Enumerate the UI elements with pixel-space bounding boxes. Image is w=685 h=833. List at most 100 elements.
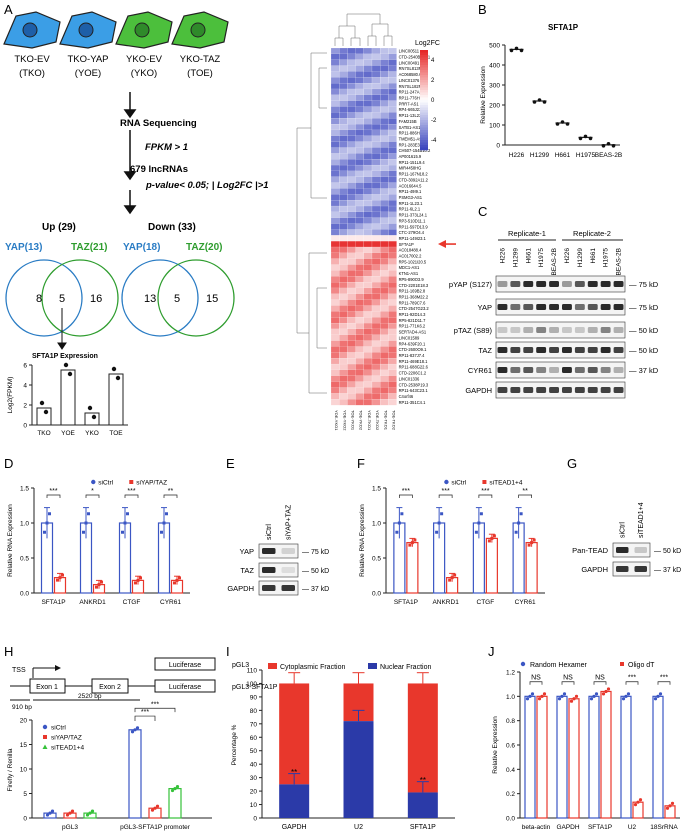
- heatmap-cell: [339, 363, 348, 371]
- heatmap-cell: [355, 147, 364, 154]
- heatmap-cell: [339, 118, 348, 125]
- inset-point: [87, 405, 93, 411]
- heatmap-cell: [363, 188, 373, 195]
- panel-h-point: [45, 813, 50, 817]
- heatmap-col-label: TOE-YKO2: [359, 410, 364, 431]
- heatmap-cell: [330, 340, 340, 347]
- heatmap-cell: [371, 328, 381, 336]
- heatmap-cell: [347, 381, 356, 388]
- panel-i-cyto-bar: [279, 683, 310, 785]
- heatmap-gene-label: RP11-6L2.1: [399, 207, 421, 212]
- heatmap-cell: [363, 363, 373, 371]
- heatmap-cell: [339, 241, 348, 248]
- inset-ytick-label: 4: [23, 383, 27, 390]
- heatmap-cell: [388, 53, 397, 60]
- panel-g-row-label: Pan-TEAD: [572, 546, 608, 555]
- down-label: Down (33): [148, 222, 196, 233]
- heatmap-cell: [363, 118, 373, 125]
- panel-b-ytick-label: 400: [489, 63, 500, 70]
- cell-short: (YOE): [75, 68, 101, 79]
- panel-f-point: [492, 534, 496, 538]
- heatmap-cell: [380, 328, 389, 336]
- heatmap-cell: [347, 188, 356, 195]
- inset-xtick-label: TOE: [109, 430, 123, 437]
- panel-b-point: [519, 48, 524, 53]
- panel-e-band: [262, 548, 276, 554]
- heatmap-cell: [339, 100, 348, 107]
- heatmap-cell: [371, 282, 381, 289]
- heatmap-cell: [347, 258, 356, 265]
- heatmap-cell: [330, 311, 340, 318]
- panel-d-point: [173, 581, 176, 585]
- panel-e-strip: [258, 580, 299, 596]
- taz-down-label: TAZ(20): [186, 242, 222, 253]
- heatmap-cell: [388, 322, 397, 330]
- panel-label-d: D: [4, 456, 13, 471]
- heatmap-cell: [380, 88, 389, 96]
- heatmap-cell: [339, 217, 348, 224]
- heatmap-cell: [355, 340, 364, 347]
- blot-lane-label: H1975: [538, 248, 545, 268]
- heatmap-cell: [347, 194, 356, 201]
- heatmap-cell: [363, 100, 373, 107]
- heatmap-gene-label: CH507-154B10.2: [399, 148, 431, 153]
- panel-f-point: [437, 521, 441, 525]
- panel-e-row-label: GAPDH: [227, 584, 254, 593]
- heatmap-cell: [371, 387, 381, 394]
- panel-d-point: [121, 530, 124, 534]
- cell-short: (TOE): [187, 68, 213, 79]
- blot-band: [587, 367, 598, 373]
- panel-j-point: [665, 806, 670, 810]
- heatmap-legend-swatch: [420, 100, 428, 103]
- panel-f-point: [487, 539, 491, 543]
- panel-j-point: [604, 689, 608, 694]
- heatmap-cell: [330, 252, 340, 259]
- heatmap-cell: [371, 141, 381, 148]
- panel-j-xtick-label: beta-actin: [522, 824, 551, 831]
- panel-j-point: [601, 692, 606, 696]
- heatmap-cell: [355, 153, 364, 160]
- panel-h-legend-marker: [42, 744, 48, 749]
- heatmap-cell: [355, 264, 364, 271]
- blot-band: [600, 347, 611, 353]
- heatmap-cell: [371, 264, 381, 271]
- panel-d-ytick-label: 1.5: [20, 486, 29, 493]
- heatmap-gene-label: RP3-510D11.1: [399, 218, 427, 223]
- blot-lane-label: BEAS-2B: [616, 248, 623, 275]
- panel-i-sig-label: **: [420, 776, 426, 785]
- blot-band: [574, 367, 585, 373]
- panel-f-sig-bracket: [399, 494, 413, 498]
- heatmap-cell: [388, 211, 397, 218]
- bp-label-2: 2520 bp: [78, 693, 102, 700]
- heatmap-cell: [355, 170, 364, 178]
- heatmap-cell: [339, 311, 348, 318]
- panel-d-xtick-label: CYR61: [160, 599, 181, 606]
- heatmap-gene-label: RP11-92D14.3: [399, 312, 427, 317]
- heatmap-cell: [355, 358, 364, 365]
- heatmap-cell: [363, 94, 373, 101]
- heatmap-cell: [355, 311, 364, 318]
- heatmap-cell: [339, 287, 348, 295]
- panel-h-point: [130, 730, 135, 734]
- panel-f-sig-label: ***: [442, 488, 450, 495]
- heatmap-gene-label: RP11-49I9.1: [399, 189, 422, 194]
- panel-e-band: [262, 585, 276, 591]
- heatmap-cell: [371, 88, 381, 96]
- panel-j-point: [636, 800, 640, 804]
- heatmap-cell: [355, 375, 364, 382]
- heatmap-cell: [347, 264, 356, 271]
- heatmap-cell: [380, 135, 389, 142]
- heatmap-cell: [388, 164, 397, 172]
- panel-d-sig-bracket: [163, 494, 178, 498]
- panel-i-ytick-label: 20: [250, 789, 258, 796]
- panel-i-ytick-label: 10: [250, 802, 258, 809]
- panel-e-lane-label: siYAP+TAZ: [285, 504, 292, 540]
- heatmap-cell: [371, 241, 381, 248]
- heatmap-legend-swatch: [420, 120, 428, 123]
- panel-j-point: [668, 804, 672, 808]
- heatmap-legend-swatch: [420, 142, 428, 146]
- heatmap-gene-label: SATB1-AS1: [399, 125, 421, 130]
- heatmap-cell: [363, 246, 373, 254]
- heatmap-cell: [330, 387, 340, 394]
- heatmap-cell: [371, 346, 381, 353]
